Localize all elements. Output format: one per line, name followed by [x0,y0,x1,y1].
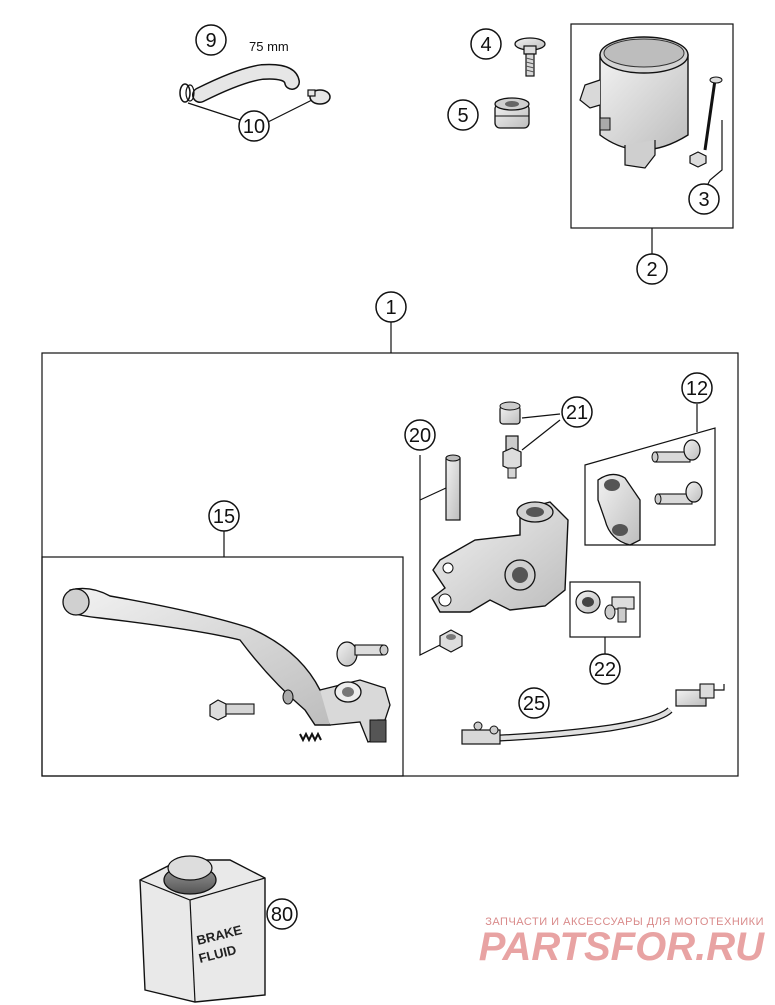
svg-text:80: 80 [271,904,293,926]
svg-text:4: 4 [480,34,491,56]
svg-text:20: 20 [409,425,431,447]
svg-text:9: 9 [205,30,216,52]
part-25-switch-cable [461,683,725,745]
part-lever-spring [299,731,322,743]
callout-5: 5 [447,99,479,131]
part-22-seal [575,590,601,614]
part-22-fitting [604,596,635,623]
part-brake-lever [62,587,391,743]
hose-clamp-right [307,89,331,105]
callout-4: 4 [470,28,502,60]
dimension-label: 75 mm [249,39,289,54]
callout-25: 25 [518,687,550,719]
callout-15: 15 [208,500,240,532]
leader-21a [521,413,561,419]
master-cylinder-kit-box [41,352,739,777]
part-20-nut [439,629,463,653]
hose-clamp-left [179,83,195,103]
part-12-bolt-upper [651,439,701,463]
part-12-clamp [597,473,641,546]
callout-22: 22 [589,653,621,685]
part-5-grommet [494,97,530,129]
callout-12: 12 [681,372,713,404]
part-lever-adjuster [336,641,389,667]
watermark: ЗАПЧАСТИ И АКСЕССУАРЫ ДЛЯ МОТОТЕХНИКИ PA… [479,916,765,969]
callout-10: 10 [238,110,270,142]
watermark-tagline: ЗАПЧАСТИ И АКСЕССУАРЫ ДЛЯ МОТОТЕХНИКИ [485,916,764,928]
clamp-kit-box [584,427,716,546]
callout-9: 9 [195,24,227,56]
leader-21b [521,419,561,451]
svg-text:5: 5 [457,105,468,127]
svg-text:1: 1 [385,297,396,319]
callout-20: 20 [404,419,436,451]
callout-21: 21 [561,396,593,428]
svg-text:10: 10 [243,116,265,138]
leader-10a [187,102,241,121]
part-20-pin [419,454,461,656]
svg-text:3: 3 [698,189,709,211]
svg-text:25: 25 [523,693,545,715]
watermark-brand: PARTSFOR.RU [479,925,765,969]
part-21-bleed-screw [502,435,522,479]
svg-text:2: 2 [646,259,657,281]
callout-80: 80 [266,898,298,930]
part-master-cylinder [431,501,569,613]
part-4-bolt [514,37,546,77]
callout-2: 2 [636,253,668,285]
part-21-bleed-cap [499,401,521,425]
svg-text:15: 15 [213,506,235,528]
leader-10b [267,99,313,123]
part-12-bolt-lower [654,481,703,505]
part-3-screw-nut [689,76,723,191]
callout-3: 3 [688,183,720,215]
svg-text:12: 12 [686,378,708,400]
part-lever-bolt [209,699,255,721]
callout-1: 1 [375,291,407,323]
part-80-brake-fluid-can: BRAKE FLUID [139,855,266,1003]
lever-kit-box [41,556,404,777]
hose-group: 75 mm [179,39,331,123]
part-reservoir [579,36,689,169]
svg-text:21: 21 [566,402,588,424]
svg-text:22: 22 [594,659,616,681]
